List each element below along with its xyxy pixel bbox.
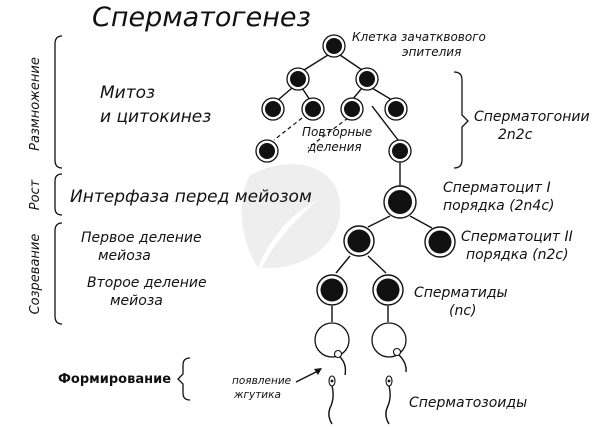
label-spermatozoa: Сперматозоиды bbox=[409, 395, 527, 411]
spermatocyte-1-cell bbox=[383, 185, 417, 219]
label-spermatocyte2-line1: Сперматоцит II bbox=[461, 229, 573, 245]
spermatogonium-cell bbox=[340, 97, 364, 121]
process-meiosis2-line1: Второе деление bbox=[87, 275, 207, 291]
process-meiosis1-line2: мейоза bbox=[98, 248, 151, 264]
label-flagellum-line2: жгутика bbox=[233, 389, 281, 401]
spermatogonium-cell bbox=[255, 139, 279, 163]
spermatozoon bbox=[385, 375, 393, 425]
process-mitosis-line2: и цитокинез bbox=[100, 107, 211, 127]
process-meiosis1-line1: Первое деление bbox=[81, 230, 202, 246]
spermatozoon bbox=[328, 375, 336, 425]
label-spermatocyte2-line2: порядка (n2c) bbox=[466, 247, 569, 263]
label-spermatids-line2: (nc) bbox=[449, 303, 477, 319]
flagellum-arrow bbox=[295, 368, 322, 383]
label-spermatocyte1-line1: Сперматоцит I bbox=[443, 180, 551, 196]
spermatogonium-cell bbox=[355, 67, 379, 91]
left-brackets bbox=[54, 35, 63, 325]
stage-label-growth: Рост bbox=[28, 179, 43, 210]
label-germ-cell-line2: эпителия bbox=[402, 45, 461, 59]
developing-spermatid bbox=[314, 322, 350, 376]
spermatid-cell bbox=[372, 274, 404, 306]
spermatogonium-cell bbox=[261, 97, 285, 121]
spermatogonium-cell bbox=[286, 67, 310, 91]
watermark-leaf-icon bbox=[241, 164, 341, 269]
spermatogonium-cell bbox=[301, 97, 325, 121]
stage-label-maturation: Созревание bbox=[28, 234, 43, 315]
label-germ-cell-line1: Клетка зачатквового bbox=[352, 30, 486, 44]
spermatogonia-bracket bbox=[453, 71, 469, 169]
spermatocyte-2-cell bbox=[424, 226, 456, 258]
cell-lineage-lines bbox=[273, 54, 433, 322]
label-spermatids-line1: Сперматиды bbox=[414, 285, 508, 301]
formation-bracket bbox=[177, 357, 191, 401]
label-spermatogonia-line1: Сперматогонии bbox=[474, 109, 590, 125]
process-interphase: Интерфаза перед мейозом bbox=[70, 187, 312, 207]
spermatid-cell bbox=[316, 274, 348, 306]
label-flagellum-line1: появление bbox=[232, 375, 291, 387]
spermatogonium-cell bbox=[384, 97, 408, 121]
spermatocyte-2-cell bbox=[343, 225, 375, 257]
process-meiosis2-line2: мейоза bbox=[110, 293, 163, 309]
label-spermatogonia-line2: 2n2c bbox=[498, 127, 533, 143]
spermatogonium-cell bbox=[388, 139, 412, 163]
label-spermatocyte1-line2: порядка (2n4c) bbox=[443, 198, 555, 214]
developing-spermatid bbox=[371, 322, 407, 373]
stage-label-reproduction: Размножение bbox=[28, 57, 43, 151]
stage-label-formation: Формирование bbox=[58, 372, 171, 387]
diagram-title: Сперматогенез bbox=[92, 2, 311, 33]
label-repeat-line2: деления bbox=[307, 140, 362, 154]
label-repeat-line1: Повторные bbox=[302, 125, 372, 139]
process-mitosis-line1: Митоз bbox=[100, 83, 155, 103]
germ-cell bbox=[322, 34, 346, 58]
